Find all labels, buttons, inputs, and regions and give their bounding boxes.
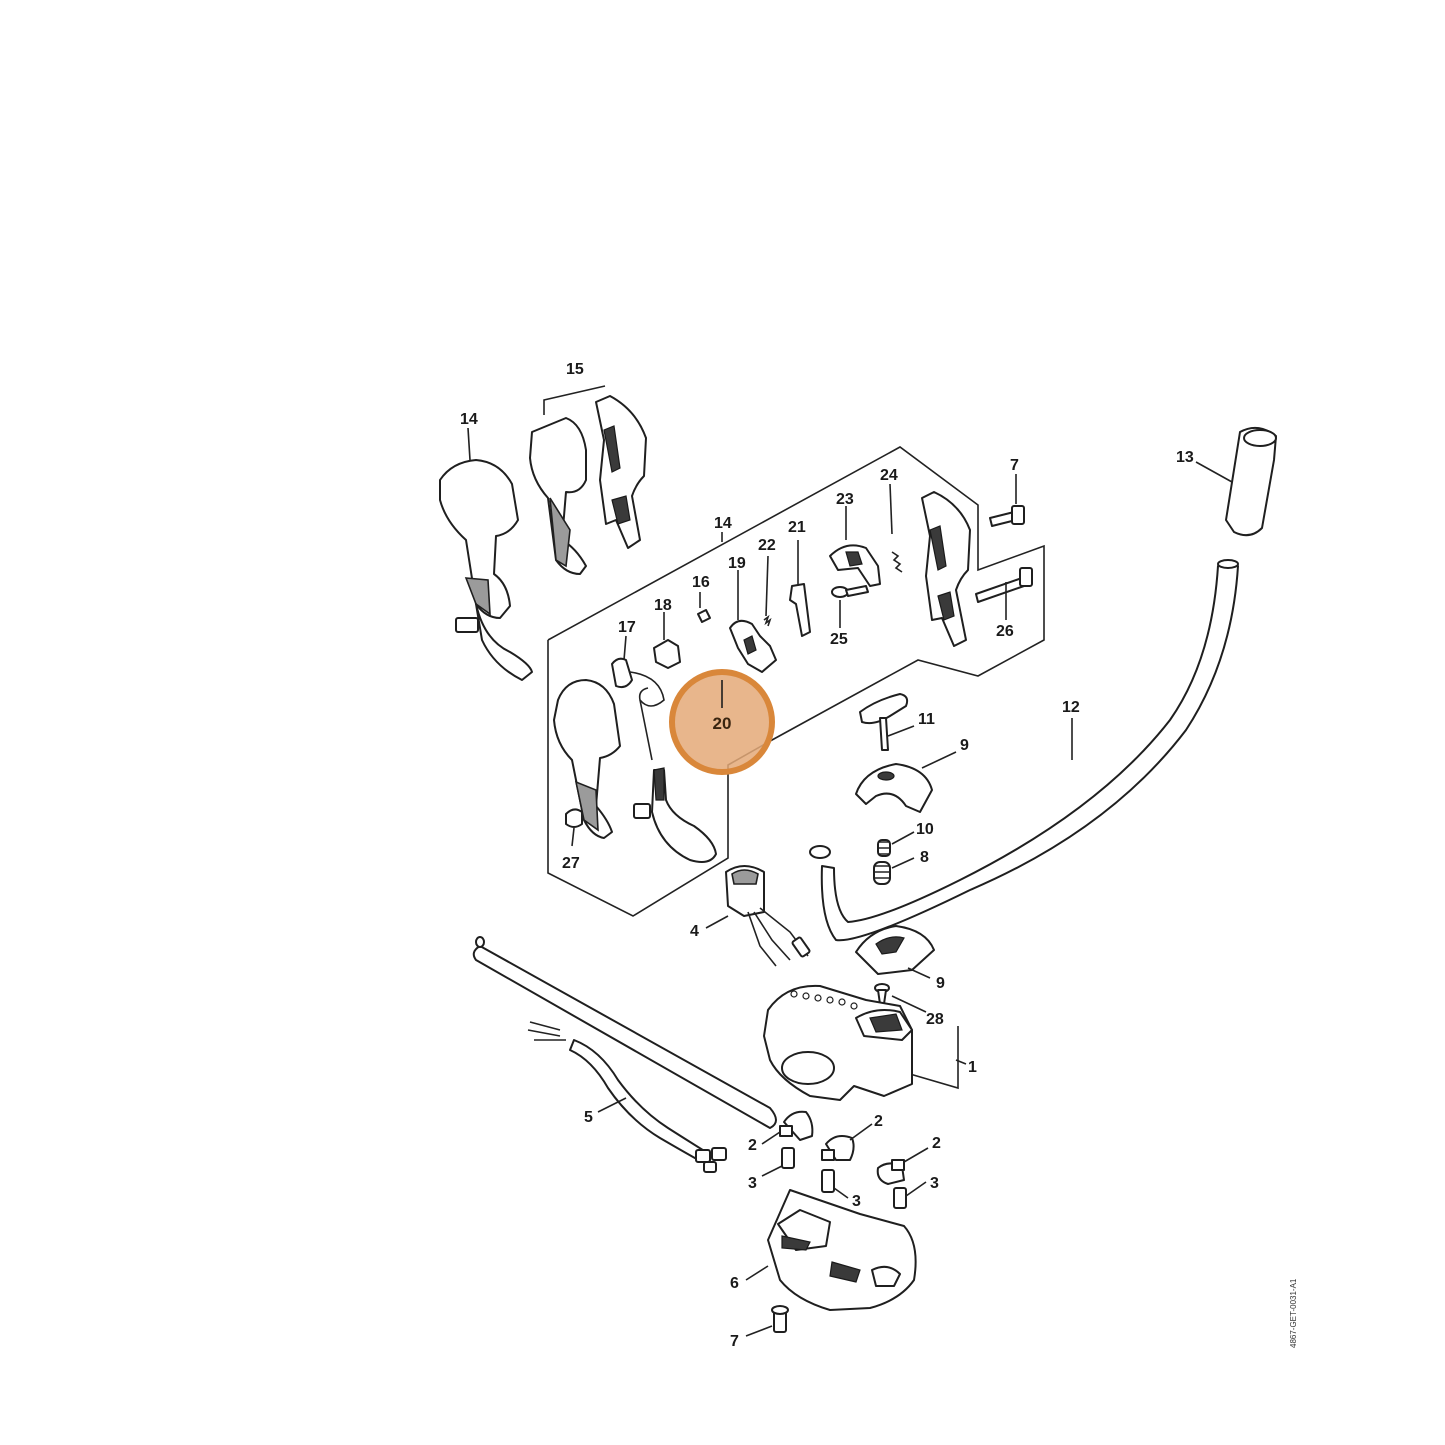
callout-3-c[interactable]: 3 xyxy=(930,1175,939,1192)
callout-16[interactable]: 16 xyxy=(692,574,710,591)
callout-2-b[interactable]: 2 xyxy=(874,1113,883,1130)
callout-19[interactable]: 19 xyxy=(728,555,746,572)
callout-2-c[interactable]: 2 xyxy=(932,1135,941,1152)
callout-3-a[interactable]: 3 xyxy=(748,1175,757,1192)
part-7-screw-top xyxy=(989,505,1025,527)
part-7-screw-bottom xyxy=(771,1305,789,1333)
callout-9-lower[interactable]: 9 xyxy=(936,975,945,992)
leader-lines xyxy=(467,427,1233,1337)
part-9-clamp-lower xyxy=(855,925,935,975)
part-12-loop-handle xyxy=(809,559,1239,942)
assembly-boundaries xyxy=(543,385,1045,1090)
part-10-spring xyxy=(877,839,891,857)
part-19-throttle-trigger xyxy=(729,619,777,673)
part-9-clamp-upper xyxy=(855,763,933,813)
callout-13[interactable]: 13 xyxy=(1176,449,1194,466)
callout-14-assembly[interactable]: 14 xyxy=(714,515,732,532)
part-6-lower-housing xyxy=(767,1189,917,1311)
callout-17[interactable]: 17 xyxy=(618,619,636,636)
callout-5[interactable]: 5 xyxy=(584,1109,593,1126)
callout-24[interactable]: 24 xyxy=(880,467,898,484)
part-4-switch xyxy=(725,865,811,967)
part-3-screws xyxy=(781,1147,907,1209)
part-22-spring xyxy=(763,614,772,627)
part-15-handle-housing xyxy=(529,395,647,575)
part-21-interlock-lever xyxy=(789,583,811,637)
part-1-housing xyxy=(763,984,913,1101)
callout-8[interactable]: 8 xyxy=(920,849,929,866)
callout-3-b[interactable]: 3 xyxy=(852,1193,861,1210)
callout-9-upper[interactable]: 9 xyxy=(960,737,969,754)
callout-21[interactable]: 21 xyxy=(788,519,806,536)
callout-4[interactable]: 4 xyxy=(690,923,699,940)
callout-7-top[interactable]: 7 xyxy=(1010,457,1019,474)
callout-10[interactable]: 10 xyxy=(916,821,934,838)
callout-23[interactable]: 23 xyxy=(836,491,854,508)
callout-28[interactable]: 28 xyxy=(926,1011,944,1028)
callout-labels: 1 2 2 2 3 3 3 4 5 6 7 7 8 9 9 10 11 12 1… xyxy=(460,361,1194,1350)
callout-18[interactable]: 18 xyxy=(654,597,672,614)
part-24-torsion-spring xyxy=(891,551,903,573)
callout-2-a[interactable]: 2 xyxy=(748,1137,757,1154)
part-2-clamp-b xyxy=(821,1135,855,1161)
part-17-switch xyxy=(611,657,665,761)
highlight-callout-20[interactable]: 20 xyxy=(669,669,775,775)
part-27-nut xyxy=(565,808,583,828)
callout-14-left[interactable]: 14 xyxy=(460,411,478,428)
callout-1[interactable]: 1 xyxy=(968,1059,977,1076)
part-2-clamp-a xyxy=(779,1110,814,1141)
callout-22[interactable]: 22 xyxy=(758,537,776,554)
part-2-clamp-c xyxy=(876,1159,905,1185)
callout-26[interactable]: 26 xyxy=(996,623,1014,640)
callout-27[interactable]: 27 xyxy=(562,855,580,872)
part-5-cable xyxy=(527,1021,727,1173)
part-23-lever-cover xyxy=(829,544,881,587)
part-13-grip xyxy=(1225,426,1277,537)
handle-half-right xyxy=(921,491,971,647)
part-14-handle-in-assembly xyxy=(553,679,717,863)
part-8-spring xyxy=(873,861,891,885)
part-26-screw xyxy=(975,567,1033,603)
part-25-screw xyxy=(831,585,869,598)
callout-25[interactable]: 25 xyxy=(830,631,848,648)
document-id: 4867-GET-0031-A1 xyxy=(1289,1278,1298,1348)
part-18-contact xyxy=(653,639,681,669)
part-16-small-clip xyxy=(697,609,711,623)
part-11-wing-screw xyxy=(859,693,909,751)
callout-7-bottom[interactable]: 7 xyxy=(730,1333,739,1350)
callout-20[interactable]: 20 xyxy=(713,714,732,733)
callout-6[interactable]: 6 xyxy=(730,1275,739,1292)
shaft-tube xyxy=(472,936,777,1129)
part-14-control-handle xyxy=(439,459,533,681)
callout-11[interactable]: 11 xyxy=(918,711,935,728)
callout-15[interactable]: 15 xyxy=(566,361,584,378)
callout-12[interactable]: 12 xyxy=(1062,699,1080,716)
